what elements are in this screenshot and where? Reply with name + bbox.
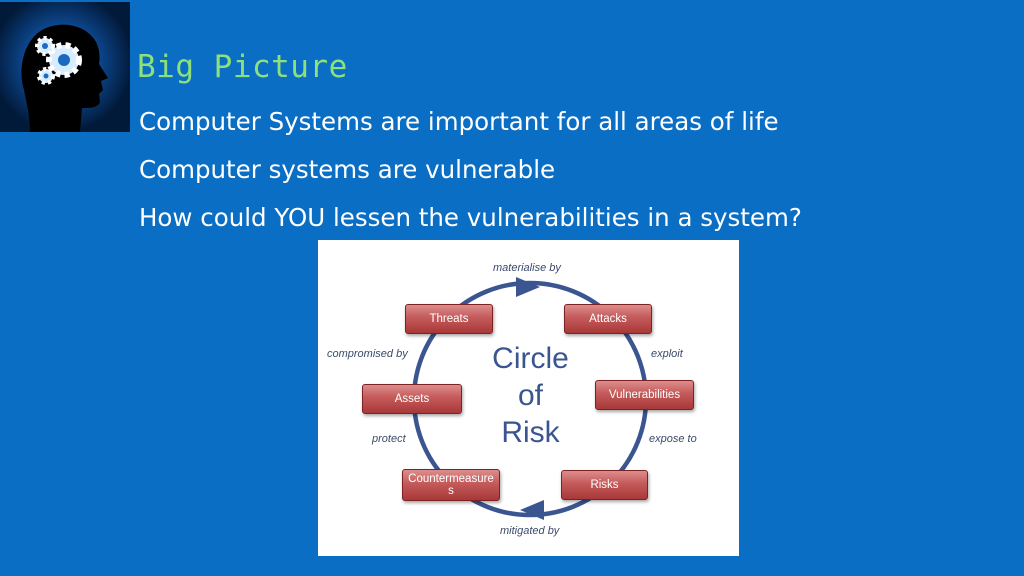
- edge-label-compromised-by: compromised by: [327, 348, 408, 360]
- bullet-item: Computer Systems are important for all a…: [139, 107, 779, 136]
- head-with-gears-icon: [0, 2, 130, 132]
- edge-label-materialise-by: materialise by: [493, 262, 561, 274]
- node-threats[interactable]: Threats: [405, 304, 493, 334]
- bullet-list: Computer Systems are important for all a…: [139, 98, 802, 242]
- edge-label-expose-to: expose to: [649, 433, 697, 445]
- center-line: of: [517, 379, 544, 412]
- arrow-head-bottom-icon: [520, 500, 544, 520]
- node-countermeasures[interactable]: Countermeasure s: [402, 469, 500, 501]
- diagram-center-title: Circle of Risk: [468, 340, 593, 451]
- arrow-head-top-icon: [516, 277, 540, 297]
- center-line: Risk: [501, 416, 560, 449]
- node-assets[interactable]: Assets: [362, 384, 462, 414]
- edge-label-protect: protect: [372, 433, 406, 445]
- edge-label-exploit: exploit: [651, 348, 683, 360]
- node-vulnerabilities[interactable]: Vulnerabilities: [595, 380, 694, 410]
- node-attacks[interactable]: Attacks: [564, 304, 652, 334]
- node-risks[interactable]: Risks: [561, 470, 648, 500]
- circle-of-risk-diagram: Circle of Risk Threats Attacks Vulnerabi…: [318, 240, 739, 556]
- center-line: Circle: [492, 342, 569, 375]
- bullet-item: How could YOU lessen the vulnerabilities…: [139, 203, 802, 232]
- bullet-item: Computer systems are vulnerable: [139, 155, 556, 184]
- head-gears-logo: [0, 2, 130, 132]
- slide-title: Big Picture: [137, 49, 348, 85]
- edge-label-mitigated-by: mitigated by: [500, 525, 560, 537]
